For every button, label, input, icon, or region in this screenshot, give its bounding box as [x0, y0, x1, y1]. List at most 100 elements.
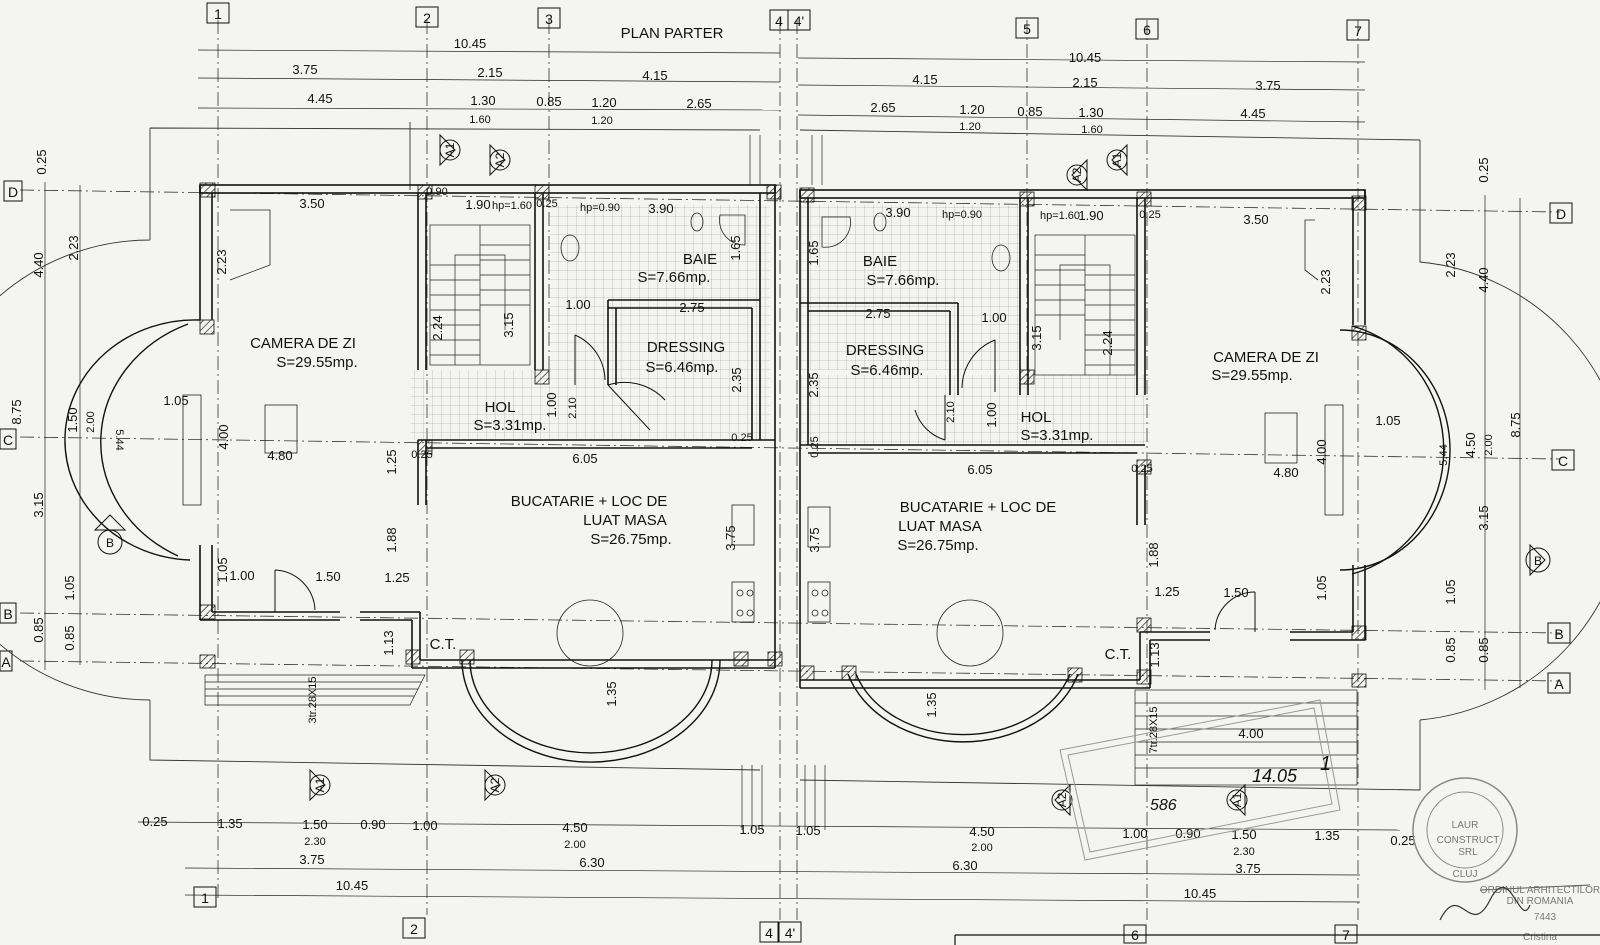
section-marker-a1: A1 [1226, 783, 1248, 817]
axis-left-C: C [0, 428, 17, 450]
svg-text:6.05: 6.05 [967, 462, 992, 477]
axis-bottom-4p: 4' [778, 921, 802, 943]
svg-text:7443: 7443 [1534, 912, 1557, 923]
room-name: C.T. [1105, 646, 1132, 663]
svg-text:ORDINUL ARHITECTILOR: ORDINUL ARHITECTILOR [1480, 885, 1600, 896]
svg-text:4: 4 [765, 925, 773, 941]
section-marker-a1: A1 [1106, 143, 1128, 177]
walls [199, 184, 1366, 689]
room-name: HOL [485, 399, 516, 416]
svg-text:DIN ROMANIA: DIN ROMANIA [1507, 896, 1574, 907]
room-area: S=6.46mp. [646, 359, 719, 376]
svg-text:1.00: 1.00 [229, 568, 254, 583]
svg-text:3.75: 3.75 [1235, 861, 1260, 876]
axis-top-4: 4 [769, 9, 789, 31]
dim-top: 0.85 [1017, 104, 1042, 119]
svg-text:1: 1 [1320, 753, 1331, 775]
section-marker-a2: A2 [1066, 158, 1088, 192]
svg-text:A1: A1 [313, 777, 327, 792]
company-seal: LAUR CONSTRUCT SRL CLUJ [1412, 777, 1518, 883]
svg-text:2.35: 2.35 [806, 372, 821, 397]
svg-text:0.25: 0.25 [1390, 833, 1415, 848]
columns [199, 182, 1367, 688]
svg-text:10.45: 10.45 [336, 878, 369, 893]
tiled-areas [410, 205, 1150, 445]
room-name: HOL [1021, 409, 1052, 426]
dim-top: 2.15 [477, 65, 502, 80]
svg-text:2.23: 2.23 [214, 249, 229, 274]
dim-right: 3.15 [1476, 505, 1491, 530]
svg-text:B: B [3, 606, 12, 622]
svg-text:1.25: 1.25 [1154, 584, 1179, 599]
dim-top: 2.15 [1072, 75, 1097, 90]
axis-right-B: B [1547, 622, 1571, 644]
svg-text:1.05: 1.05 [739, 822, 764, 837]
svg-text:1.35: 1.35 [217, 816, 242, 831]
room-name: BUCATARIE + LOC DE [900, 499, 1057, 516]
svg-text:3.50: 3.50 [299, 196, 324, 211]
axis-bottom-2: 2 [402, 917, 426, 939]
svg-text:2.00: 2.00 [85, 411, 97, 432]
svg-text:1.88: 1.88 [384, 527, 399, 552]
dim-left: 8.75 [9, 399, 24, 424]
dim-right: 1.05 [1443, 579, 1458, 604]
stair-label-right: 7tr.28X15 [1148, 706, 1160, 753]
svg-text:CLUJ: CLUJ [1452, 869, 1477, 880]
svg-text:CONSTRUCT: CONSTRUCT [1437, 835, 1500, 846]
svg-text:4.80: 4.80 [267, 448, 292, 463]
svg-text:2: 2 [423, 10, 431, 26]
dim-top: 2.65 [686, 96, 711, 111]
svg-text:3.15: 3.15 [501, 312, 516, 337]
svg-text:SRL: SRL [1458, 847, 1478, 858]
dim-top: 1.20 [591, 95, 616, 110]
svg-text:5.44: 5.44 [113, 429, 125, 450]
svg-text:4.50: 4.50 [969, 824, 994, 839]
room-name: BUCATARIE + LOC DE [511, 493, 668, 510]
svg-text:3.50: 3.50 [1243, 212, 1268, 227]
svg-text:3.75: 3.75 [723, 525, 738, 550]
axis-top-2: 2 [415, 6, 439, 28]
dim-right: 8.75 [1508, 412, 1523, 437]
svg-text:4.00: 4.00 [1238, 726, 1263, 741]
room-area: S=26.75mp. [897, 537, 978, 554]
dim-top: 3.75 [1255, 78, 1280, 93]
svg-text:3.90: 3.90 [885, 205, 910, 220]
drawing-title: PLAN PARTER [621, 25, 724, 42]
svg-text:0.25: 0.25 [809, 436, 821, 457]
dimension-lines [44, 49, 1521, 903]
room-area: S=6.46mp. [851, 362, 924, 379]
section-marker-b: B [1525, 543, 1551, 577]
svg-text:586: 586 [1150, 797, 1177, 814]
svg-text:Cristina: Cristina [1523, 932, 1557, 943]
svg-text:3.75: 3.75 [807, 527, 822, 552]
room-name: C.T. [430, 636, 457, 653]
dim-top-sub: 1.20 [591, 115, 612, 127]
svg-text:4.50: 4.50 [562, 820, 587, 835]
dim-top: 3.75 [292, 62, 317, 77]
section-marker-a2: A2 [1051, 783, 1073, 817]
stair-right-internal [1034, 234, 1136, 376]
svg-text:1.00: 1.00 [984, 402, 999, 427]
dim-left: 4.40 [31, 252, 46, 277]
title-block [954, 934, 1600, 945]
svg-text:2.00: 2.00 [564, 839, 585, 851]
section-marker-b: B [93, 514, 127, 555]
dim-left: 3.15 [31, 492, 46, 517]
left-dimensions: 0.25 4.40 2.23 8.75 3.15 1.05 0.85 0.85 [9, 149, 81, 650]
axis-top-7: 7 [1346, 19, 1370, 41]
stair-entrance-left [204, 674, 426, 706]
axis-bottom-7: 7 [1334, 924, 1358, 944]
architect-seal: ORDINUL ARHITECTILOR DIN ROMANIA 7443 Cr… [1439, 884, 1600, 943]
svg-text:5.44: 5.44 [1438, 444, 1450, 465]
dim-top: 4.15 [642, 68, 667, 83]
svg-text:1: 1 [201, 890, 209, 906]
axis-top-5: 5 [1015, 17, 1039, 39]
svg-text:3.75: 3.75 [299, 852, 324, 867]
svg-text:1.90: 1.90 [465, 197, 490, 212]
section-markers: A1 A2 A2 A1 B B A1 A2 A2 A1 [93, 133, 1551, 817]
inner-dimensions-right: 3.90 hp=0.90 1.90 hp=1.60 0.25 3.50 1.65… [806, 205, 1495, 741]
svg-text:1.13: 1.13 [381, 630, 396, 655]
svg-text:2.35: 2.35 [729, 367, 744, 392]
